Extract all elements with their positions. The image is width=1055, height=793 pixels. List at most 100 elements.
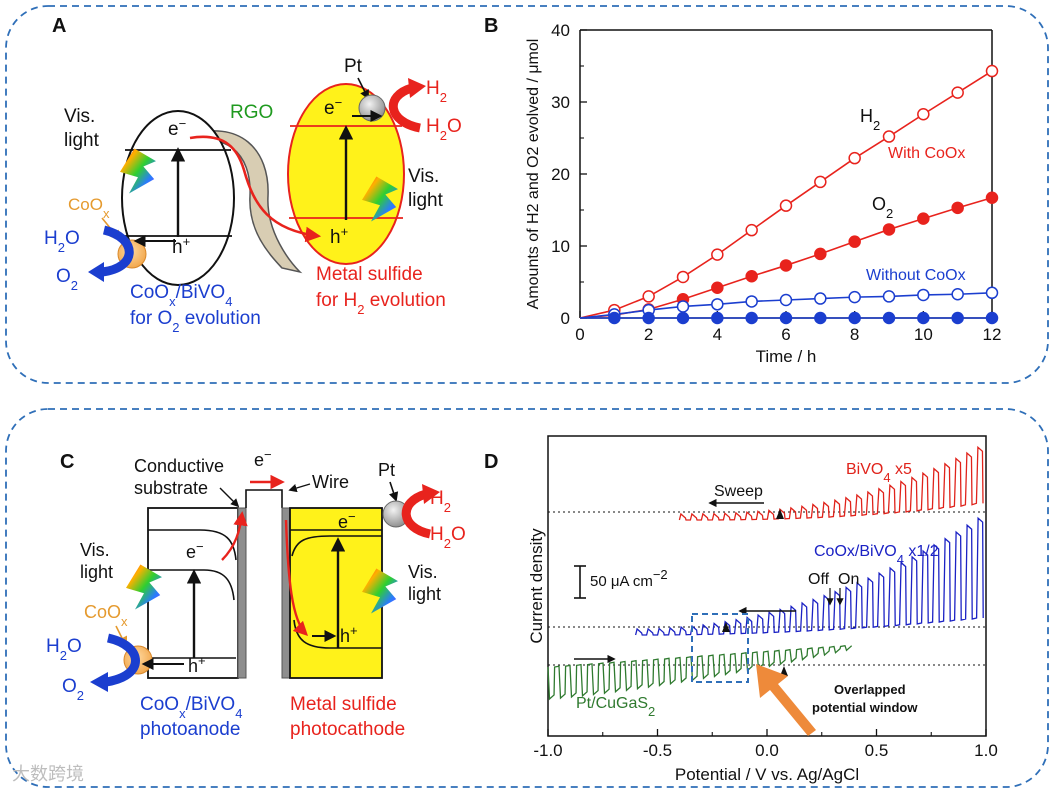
x-tick-label: 1.0 — [974, 741, 998, 760]
x-tick-label: -0.5 — [643, 741, 672, 760]
conductive-substrate-left — [237, 507, 247, 679]
a-h2o-right: H2O — [426, 116, 462, 143]
c-hole-anode: h+ — [188, 653, 206, 677]
data-point — [985, 286, 999, 300]
y-tick-label: 40 — [551, 21, 570, 40]
x-tick-label: 2 — [644, 325, 653, 344]
x-tick-label: 0.5 — [865, 741, 889, 760]
b-o2-label: O2 — [872, 194, 893, 221]
c-wire-label: Wire — [312, 472, 349, 492]
y-tick-label: 10 — [551, 237, 570, 256]
chopped-current-trace — [547, 644, 853, 701]
d-on-label: On — [838, 571, 859, 588]
data-point — [745, 295, 758, 308]
a-electron-right: e− — [324, 95, 342, 120]
d-scale-bar-label: 50 μA cm−2 — [590, 567, 668, 591]
water-oxidation-arrow — [101, 225, 134, 277]
rgo-label: RGO — [230, 102, 273, 123]
x-tick-label: 4 — [713, 325, 722, 344]
onset-marker — [722, 622, 730, 632]
data-point — [814, 175, 827, 189]
data-point — [882, 290, 896, 303]
electron-transfer-arrow — [189, 135, 322, 243]
x-tick-label: 10 — [914, 325, 933, 344]
a-sulfide-caption-1: Metal sulfide — [316, 264, 423, 285]
data-point — [917, 107, 930, 121]
data-point — [985, 191, 999, 205]
d-bivo4-label: BiVO4 x5 — [846, 461, 912, 485]
y-tick-label: 0 — [561, 309, 570, 328]
data-point — [642, 311, 655, 325]
bottom-panel-frame — [5, 408, 1049, 788]
panel-c-letter: C — [60, 451, 74, 473]
a-sulfide-caption-2: for H2 evolution — [316, 290, 446, 317]
data-point — [951, 86, 964, 99]
data-point — [951, 201, 964, 215]
data-point — [917, 212, 930, 225]
d-sweep-label: Sweep — [714, 483, 763, 500]
chopped-current-trace — [678, 445, 984, 521]
x-tick-label: 6 — [781, 325, 790, 344]
c-vis-light-right-2: light — [408, 584, 441, 604]
rgo-sheet — [185, 130, 303, 274]
c-hole-cathode: h+ — [340, 623, 358, 647]
c-h2o-right: H2O — [430, 524, 466, 551]
data-point — [676, 300, 690, 313]
c-anode-caption-1: CoOx/BiVO4 — [140, 694, 242, 721]
a-electron-left: e− — [168, 116, 186, 141]
x-axis-title: Time / h — [756, 347, 817, 366]
y-tick-label: 30 — [551, 93, 570, 112]
c-cathode-caption-1: Metal sulfide — [290, 694, 397, 715]
c-coox-label: CoOx — [84, 602, 128, 629]
data-point — [745, 311, 758, 325]
data-point — [814, 292, 827, 305]
c-electron-anode: e− — [186, 539, 204, 563]
d-coox-label: CoOx/BiVO4 x1/2 — [814, 543, 939, 567]
c-wire-electron: e− — [254, 447, 272, 471]
external-wire — [245, 489, 283, 508]
h2-evolution-arrow — [401, 489, 432, 539]
water-oxidation-arrow — [105, 633, 140, 687]
a-pt-label: Pt — [344, 56, 363, 77]
y-tick-label: 20 — [551, 165, 570, 184]
x-tick-label: -1.0 — [533, 741, 562, 760]
x-tick-label: 0.0 — [755, 741, 779, 760]
c-electron-cathode: e− — [338, 509, 356, 533]
a-vis-light-right-2: light — [408, 190, 444, 211]
data-point — [608, 311, 621, 325]
c-cathode-caption-2: photocathode — [290, 719, 405, 740]
a-vis-light-left-1: Vis. — [64, 106, 95, 127]
data-point — [985, 311, 999, 325]
data-point — [917, 288, 930, 302]
pt-cocatalyst — [358, 94, 386, 122]
x-tick-label: 8 — [850, 325, 859, 344]
data-point — [814, 311, 827, 325]
d-pt-cugas-label: Pt/CuGaS2 — [576, 695, 655, 719]
data-point — [848, 235, 861, 248]
c-h2o-left: H2O — [46, 636, 82, 663]
data-point — [882, 223, 896, 236]
data-point — [779, 199, 793, 212]
b-without-coox-label: Without CoOx — [866, 267, 966, 284]
a-hole-right: h+ — [330, 224, 348, 249]
a-h2o-left: H2O — [44, 228, 80, 255]
data-point — [711, 311, 724, 325]
b-with-coox-label: With CoOx — [888, 145, 965, 162]
panel-a: A e− h+ e− h+ RGO Vis. light Vis. light … — [44, 15, 462, 335]
c-vis-light-right-1: Vis. — [408, 562, 438, 582]
onset-marker — [776, 509, 784, 519]
c-pt-label: Pt — [378, 460, 395, 480]
a-anode-caption-2: for O2 evolution — [130, 308, 261, 335]
data-point — [985, 64, 999, 78]
a-coox-label: CoOx — [68, 195, 110, 221]
y-axis-title: Amounts of H2 and O2 evolved / μmol — [525, 39, 542, 310]
a-h2-right: H2 — [426, 78, 447, 105]
c-vis-light-left-1: Vis. — [80, 540, 110, 560]
overlap-window-box — [691, 613, 749, 683]
a-vis-light-right-1: Vis. — [408, 166, 439, 187]
data-point — [951, 311, 964, 325]
data-point — [642, 290, 655, 303]
data-point — [676, 270, 690, 284]
